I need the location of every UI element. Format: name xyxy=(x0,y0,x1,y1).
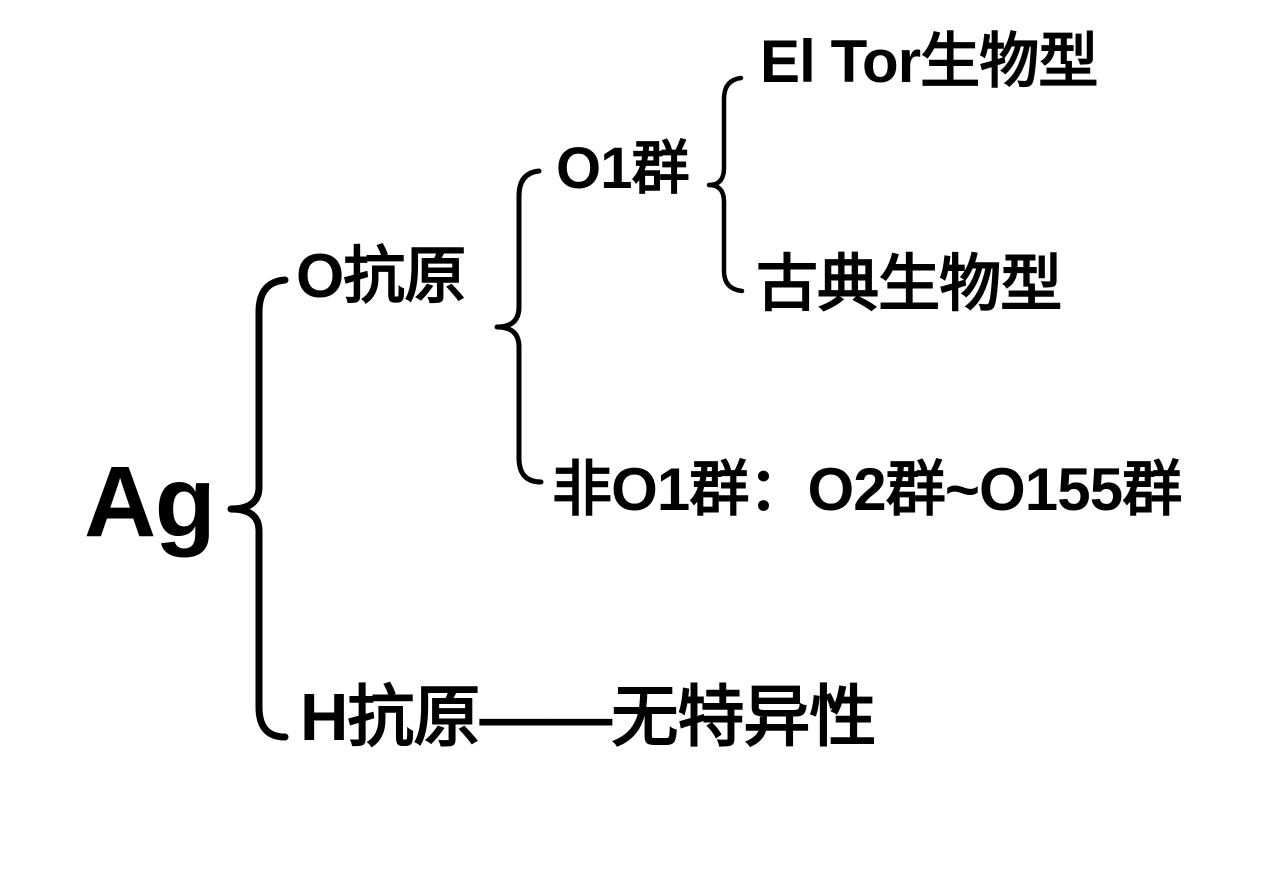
o1-group-brace xyxy=(706,75,745,294)
o-antigen-brace xyxy=(494,168,544,485)
el-tor-label: El Tor生物型 xyxy=(760,28,1098,95)
ag-brace xyxy=(227,276,289,741)
classical-biotype-label: 古典生物型 xyxy=(756,250,1062,319)
h-antigen-label: H抗原——无特异性 xyxy=(300,680,876,755)
o1-group-label: O1群 xyxy=(556,136,690,201)
root-label: Ag xyxy=(84,446,216,558)
o-antigen-label: O抗原 xyxy=(296,242,466,311)
non-o1-group-label: 非O1群：O2群~O155群 xyxy=(552,456,1182,523)
